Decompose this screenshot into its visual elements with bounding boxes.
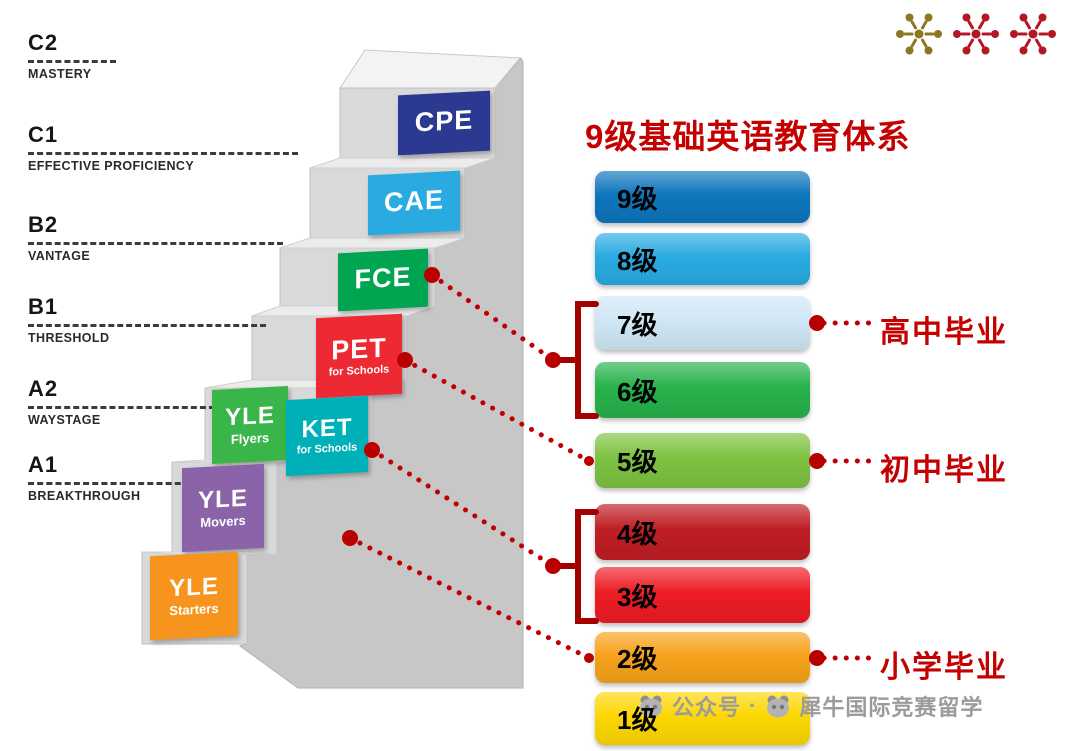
level-bar-4: 4级: [595, 504, 810, 560]
exam-step-pet: PET for Schools: [316, 313, 402, 399]
level-bar-5: 5级: [595, 433, 810, 488]
cefr-dashed-line: [28, 152, 298, 155]
exam-name: CAE: [383, 184, 444, 218]
exam-name: FCE: [354, 261, 412, 295]
cefr-level-a1: A1 BREAKTHROUGH: [28, 452, 190, 503]
flower-icon: [950, 8, 1002, 60]
exam-subtitle: Flyers: [230, 429, 270, 448]
level-bar-label: 3级: [617, 581, 658, 612]
cefr-level-b1: B1 THRESHOLD: [28, 294, 266, 345]
cefr-name: VANTAGE: [28, 249, 91, 263]
milestone-highschool: 高中毕业: [880, 316, 1008, 349]
cefr-dashed-line: [28, 60, 116, 63]
cefr-code: B1: [28, 294, 59, 319]
cefr-level-b2: B2 VANTAGE: [28, 212, 283, 263]
exam-step-fce: FCE: [338, 248, 428, 312]
flower-icon: [1007, 8, 1059, 60]
cefr-code: A1: [28, 452, 59, 477]
cefr-level-c2: C2 MASTERY: [28, 30, 116, 81]
cefr-code: A2: [28, 376, 59, 401]
exam-name: YLE: [198, 484, 248, 515]
watermark: 公众号 · 犀牛国际竞赛留学: [638, 690, 983, 722]
panda-icon: [767, 695, 790, 718]
level-bar-2: 2级: [595, 632, 810, 683]
watermark-separator: ·: [749, 693, 758, 718]
level-bar-9: 9级: [595, 171, 810, 223]
level-bar-6: 6级: [595, 362, 810, 418]
level-bar-8: 8级: [595, 233, 810, 285]
cefr-dashed-line: [28, 482, 190, 485]
cefr-name: THRESHOLD: [28, 331, 110, 345]
cefr-name: BREAKTHROUGH: [28, 489, 141, 503]
watermark-name: 犀牛国际竞赛留学: [799, 695, 984, 720]
cefr-code: C1: [28, 122, 59, 147]
cefr-name: EFFECTIVE PROFICIENCY: [28, 159, 195, 173]
level-bar-label: 6级: [617, 376, 658, 407]
level-bar-label: 8级: [617, 245, 658, 276]
panda-icon: [640, 695, 662, 718]
cefr-name: WAYSTAGE: [28, 413, 101, 427]
cefr-name: MASTERY: [28, 67, 92, 81]
watermark-prefix: 公众号: [672, 695, 742, 720]
level-bar-3: 3级: [595, 567, 810, 623]
cefr-dashed-line: [28, 406, 224, 409]
level-bar-label: 4级: [617, 518, 658, 549]
cefr-code: B2: [28, 212, 59, 237]
exam-name: PET: [331, 332, 387, 365]
staircase-top-landing: [339, 49, 522, 89]
level-bar-label: 5级: [617, 447, 658, 477]
exam-step-cpe: CPE: [398, 90, 490, 156]
milestone-primaryschool: 小学毕业: [880, 651, 1008, 684]
exam-name: CPE: [414, 104, 474, 138]
flower-icon: [893, 8, 945, 60]
exam-subtitle: for Schools: [328, 362, 390, 379]
exam-name: KET: [301, 413, 353, 444]
level-bar-label: 9级: [617, 183, 658, 214]
level-bar-7: 7级: [595, 296, 810, 350]
level-bar-label: 7级: [617, 309, 658, 340]
cefr-dashed-line: [28, 324, 266, 327]
exam-step-cae: CAE: [368, 170, 460, 236]
level-bar-label: 2级: [617, 644, 658, 674]
exam-step-yle-flyers: YLE Flyers: [212, 386, 288, 464]
exam-name: YLE: [169, 572, 219, 603]
cefr-level-a2: A2 WAYSTAGE: [28, 376, 224, 427]
group-brackets: [557, 301, 599, 624]
exam-subtitle: Starters: [169, 600, 219, 619]
level-bar-label: 1级: [617, 705, 658, 735]
exam-name: YLE: [225, 401, 275, 432]
cefr-dashed-line: [28, 242, 283, 245]
exam-subtitle: for Schools: [296, 441, 358, 457]
cefr-code: C2: [28, 30, 59, 55]
exam-step-yle-movers: YLE Movers: [182, 463, 264, 553]
cefr-level-c1: C1 EFFECTIVE PROFICIENCY: [28, 122, 298, 173]
system-title: 9级基础英语教育体系: [585, 118, 911, 155]
exam-subtitle: Movers: [200, 512, 246, 531]
exam-step-ket: KET for Schools: [286, 395, 368, 477]
exam-step-yle-starters: YLE Starters: [150, 551, 238, 641]
milestone-middleschool: 初中毕业: [880, 454, 1008, 487]
